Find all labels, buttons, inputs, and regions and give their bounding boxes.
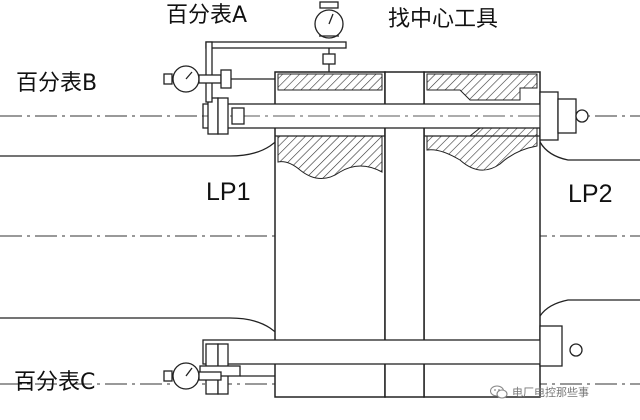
lp2-shaft-outline (539, 141, 640, 317)
lp1-shaft-outline (0, 139, 279, 335)
dial-indicator-a (205, 1, 347, 103)
coupling-bolt-bottom (199, 325, 583, 395)
label-lp1: LP1 (206, 178, 251, 206)
label-lp2: LP2 (568, 180, 613, 208)
label-centering-tool: 找中心工具 (388, 7, 499, 32)
label-dial-indicator-b: 百分表B (16, 71, 98, 96)
watermark: 电厂电控那些事 (490, 384, 589, 400)
coupling-bolt-top (202, 91, 589, 141)
dial-indicator-b (163, 65, 275, 93)
dial-indicator-c (163, 362, 275, 390)
wechat-icon (490, 385, 508, 399)
watermark-text: 电厂电控那些事 (512, 386, 589, 399)
label-dial-indicator-c: 百分表C (14, 370, 96, 395)
label-dial-indicator-a: 百分表A (166, 3, 248, 28)
